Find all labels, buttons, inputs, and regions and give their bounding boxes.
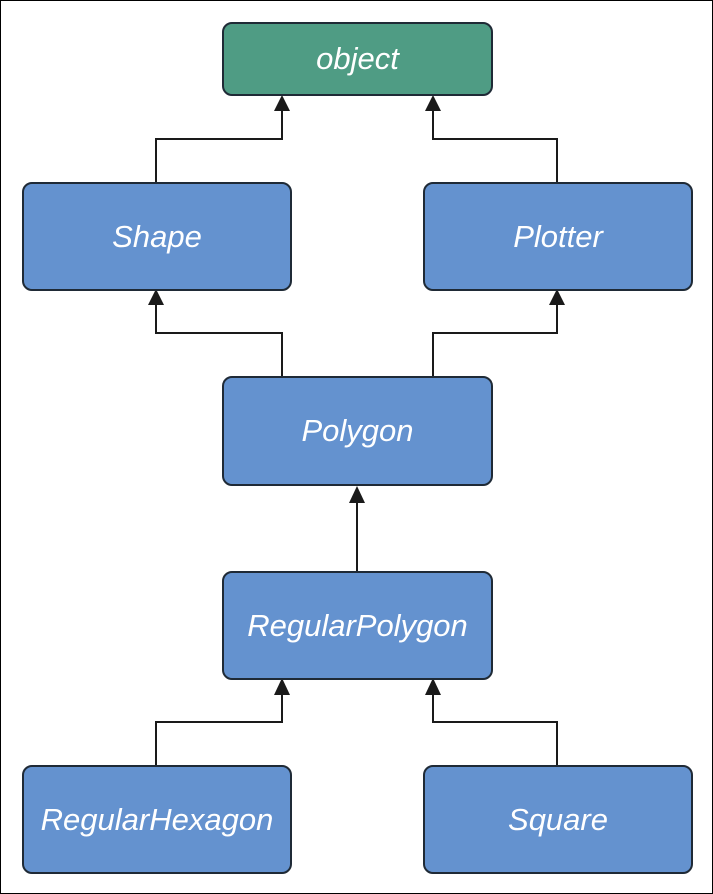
class-label-polygon: Polygon	[301, 413, 414, 448]
class-label-shape: Shape	[112, 218, 202, 254]
class-label-plotter: Plotter	[513, 218, 603, 254]
edge-shape-object	[155, 109, 283, 183]
class-label-regular-polygon: RegularPolygon	[247, 607, 468, 643]
class-label-object: object	[316, 41, 399, 76]
edge-plotter-object	[432, 109, 558, 183]
arrowhead-polygon-shape	[148, 289, 164, 305]
arrowhead-polygon-plotter	[549, 289, 565, 305]
arrowhead-plotter-object	[425, 95, 441, 111]
class-node-regular-hexagon: RegularHexagon	[22, 765, 292, 874]
class-node-object: object	[222, 22, 493, 96]
class-node-plotter: Plotter	[423, 182, 693, 291]
class-node-polygon: Polygon	[222, 376, 493, 486]
class-node-square: Square	[423, 765, 693, 874]
class-label-regular-hexagon: RegularHexagon	[40, 801, 274, 837]
arrowhead-square-regularpolygon	[425, 678, 441, 695]
arrowhead-shape-object	[274, 95, 290, 111]
arrowhead-regularpolygon-polygon	[349, 486, 365, 503]
edge-polygon-shape	[155, 303, 283, 377]
class-node-regular-polygon: RegularPolygon	[222, 571, 493, 680]
edge-square-regularpolygon	[432, 693, 558, 766]
edge-polygon-plotter	[432, 303, 558, 377]
class-label-square: Square	[508, 801, 608, 837]
edge-regularhexagon-regularpolygon	[155, 693, 283, 766]
class-node-shape: Shape	[22, 182, 292, 291]
arrowhead-regularhexagon-regularpolygon	[274, 678, 290, 695]
